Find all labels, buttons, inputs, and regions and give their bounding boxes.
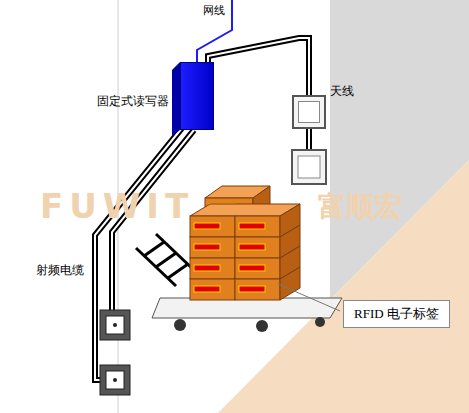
reader-side	[172, 62, 180, 136]
rf-cable	[208, 38, 309, 95]
cargo-boxes	[190, 186, 300, 300]
antenna-lower-right	[292, 150, 326, 184]
antenna-left	[100, 310, 130, 395]
cart-handle	[136, 234, 196, 286]
rf-cables	[95, 128, 309, 380]
floor	[218, 160, 469, 413]
antenna-face	[298, 101, 320, 123]
node-label: 固定式读写器	[97, 93, 169, 110]
cable-label: 网线	[203, 3, 225, 18]
callout-box: RFID 电子标签	[343, 300, 450, 328]
leader-line	[278, 284, 340, 311]
watermark: 富顺宏	[318, 188, 402, 226]
node-label: 天线	[330, 83, 354, 100]
cart-wheels	[174, 317, 325, 332]
node-label: RFID 电子标签	[354, 305, 439, 323]
watermark: FUWIT	[40, 186, 194, 226]
cable-label: 射频电缆	[36, 262, 84, 279]
antenna-box: 天线	[292, 95, 326, 129]
cart-platform	[152, 298, 342, 318]
reader-box: 固定式读写器	[180, 62, 214, 130]
